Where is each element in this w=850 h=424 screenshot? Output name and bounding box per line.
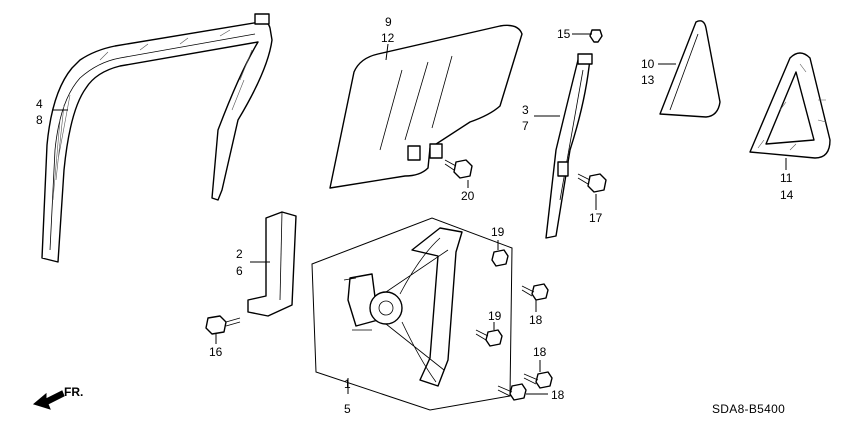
part-guide-bolt: [577, 173, 607, 193]
label-17: 17: [589, 211, 603, 225]
label-19-upper: 19: [491, 225, 505, 239]
label-18-middle: 18: [533, 345, 547, 359]
label-8: 8: [36, 113, 43, 127]
label-6: 6: [236, 264, 243, 278]
part-quarter-glass: [659, 20, 721, 118]
label-15: 15: [557, 27, 571, 41]
label-18-upper: 18: [529, 313, 543, 327]
label-9: 9: [385, 15, 392, 29]
part-quarter-seal: [749, 52, 831, 159]
part-run-channel: [41, 13, 273, 263]
part-window-regulator: [343, 227, 463, 387]
label-2: 2: [236, 247, 243, 261]
label-18-lower: 18: [551, 388, 565, 402]
label-5: 5: [344, 402, 351, 416]
label-13: 13: [641, 73, 655, 87]
part-clip: [589, 29, 603, 43]
label-7: 7: [522, 119, 529, 133]
label-1: 1: [344, 377, 351, 391]
label-19-lower: 19: [488, 309, 502, 323]
front-direction-arrow: FR.: [32, 385, 83, 410]
label-16: 16: [209, 345, 223, 359]
label-20: 20: [461, 189, 475, 203]
label-10: 10: [641, 57, 655, 71]
diagram-code: SDA8-B5400: [712, 402, 785, 416]
part-sash-guide: [545, 53, 593, 239]
regulator-assembly-box: [311, 217, 513, 411]
leader-lines: [52, 33, 787, 395]
label-3: 3: [522, 103, 529, 117]
label-12: 12: [381, 31, 395, 45]
label-11: 11: [780, 171, 793, 185]
part-glass-bolt: [444, 159, 473, 179]
label-14: 14: [780, 188, 794, 202]
front-marker-label: FR.: [64, 385, 83, 399]
part-sash-bracket: [247, 211, 297, 317]
part-door-glass: [329, 24, 523, 189]
label-4: 4: [36, 97, 43, 111]
part-regulator-bolts: [475, 249, 553, 401]
part-bracket-bolt: [205, 315, 241, 335]
